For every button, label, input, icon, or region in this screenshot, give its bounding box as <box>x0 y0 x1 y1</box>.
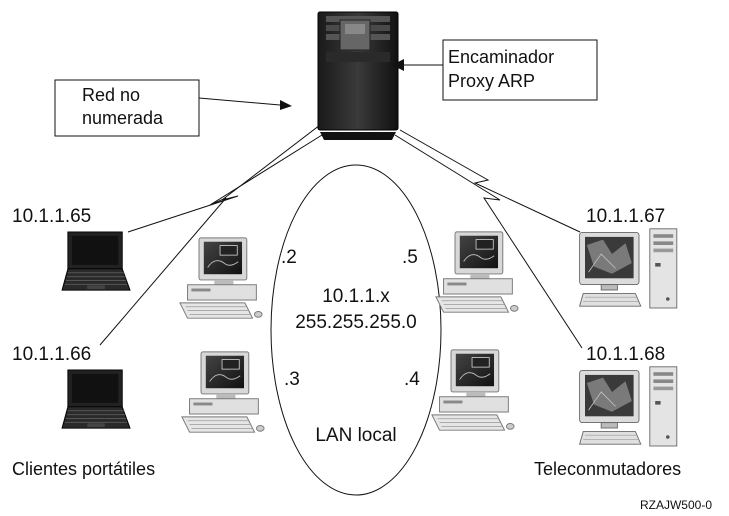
desktop-icon <box>181 351 265 433</box>
teleworkers-caption: Teleconmutadores <box>534 459 681 479</box>
host-label: .2 <box>281 247 297 268</box>
callout-line-2: Proxy ARP <box>448 71 535 91</box>
unnumbered-network-callout: Red no numerada <box>54 79 292 137</box>
teleworker-pc-icon <box>579 228 678 309</box>
lan-subnet-mask: 255.255.255.0 <box>295 312 417 333</box>
desktop-icon <box>179 237 263 319</box>
laptop-ip-bottom: 10.1.1.66 <box>12 344 91 365</box>
wan-links <box>99 124 583 349</box>
callout-line-1: Encaminador <box>448 47 554 67</box>
teleworker-pc-icon <box>579 366 678 447</box>
laptop-icon <box>61 369 131 429</box>
laptop-icon <box>61 231 131 291</box>
teleworker-ip-bottom: 10.1.1.68 <box>586 344 665 365</box>
desktop-icon <box>431 349 515 431</box>
server-icon <box>317 11 399 140</box>
callout-line-1: Red no <box>82 85 140 105</box>
host-label: .5 <box>402 247 418 268</box>
callout-line-2: numerada <box>82 108 164 128</box>
lan-name: LAN local <box>315 425 396 446</box>
host-label: .3 <box>284 369 300 390</box>
clients-caption: Clientes portátiles <box>12 459 155 479</box>
desktop-icon <box>435 231 519 313</box>
teleworker-ip-top: 10.1.1.67 <box>586 206 665 227</box>
laptop-ip-top: 10.1.1.65 <box>12 206 91 227</box>
host-label: .4 <box>404 369 420 390</box>
local-lan-ellipse <box>270 164 442 496</box>
proxy-arp-router-callout: Encaminador Proxy ARP <box>392 39 598 101</box>
figure-id: RZAJW500-0 <box>640 498 712 512</box>
lan-network-address: 10.1.1.x <box>322 286 390 307</box>
